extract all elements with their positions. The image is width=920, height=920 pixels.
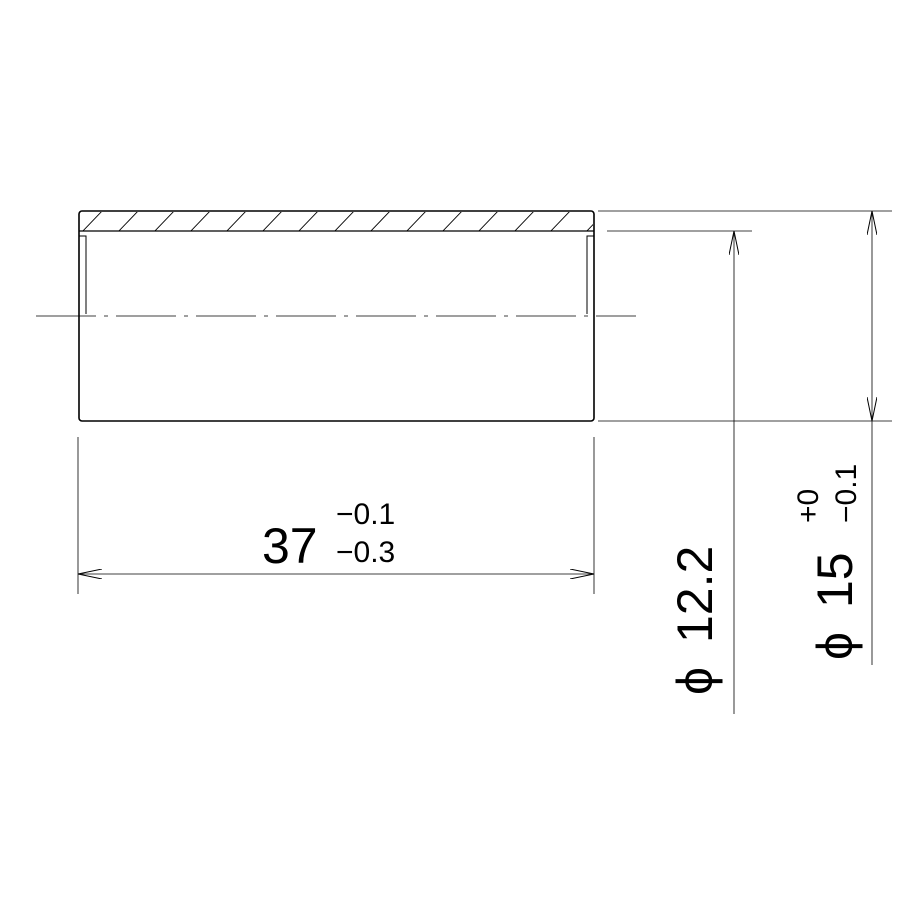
- left-chamfer: [79, 235, 87, 314]
- section-hatching: [82, 212, 593, 231]
- length-lower-tolerance: −0.3: [336, 536, 395, 569]
- diameter-symbol-icon: ϕ: [807, 632, 863, 660]
- inner-diameter-value: 12.2: [667, 546, 723, 643]
- right-chamfer: [586, 235, 594, 314]
- diameter-symbol-icon: ϕ: [667, 667, 723, 695]
- length-dimension: 37 −0.1 −0.3: [77, 437, 595, 594]
- outer-diameter-dimension: ϕ 15 +0 −0.1: [598, 210, 892, 665]
- length-value: 37: [262, 518, 318, 574]
- outer-diameter-value: 15: [807, 552, 863, 608]
- outer-lower-tolerance: −0.1: [830, 464, 863, 523]
- outer-upper-tolerance: +0: [792, 489, 825, 523]
- length-upper-tolerance: −0.1: [336, 498, 395, 531]
- inner-diameter-dimension: ϕ 12.2: [607, 230, 752, 714]
